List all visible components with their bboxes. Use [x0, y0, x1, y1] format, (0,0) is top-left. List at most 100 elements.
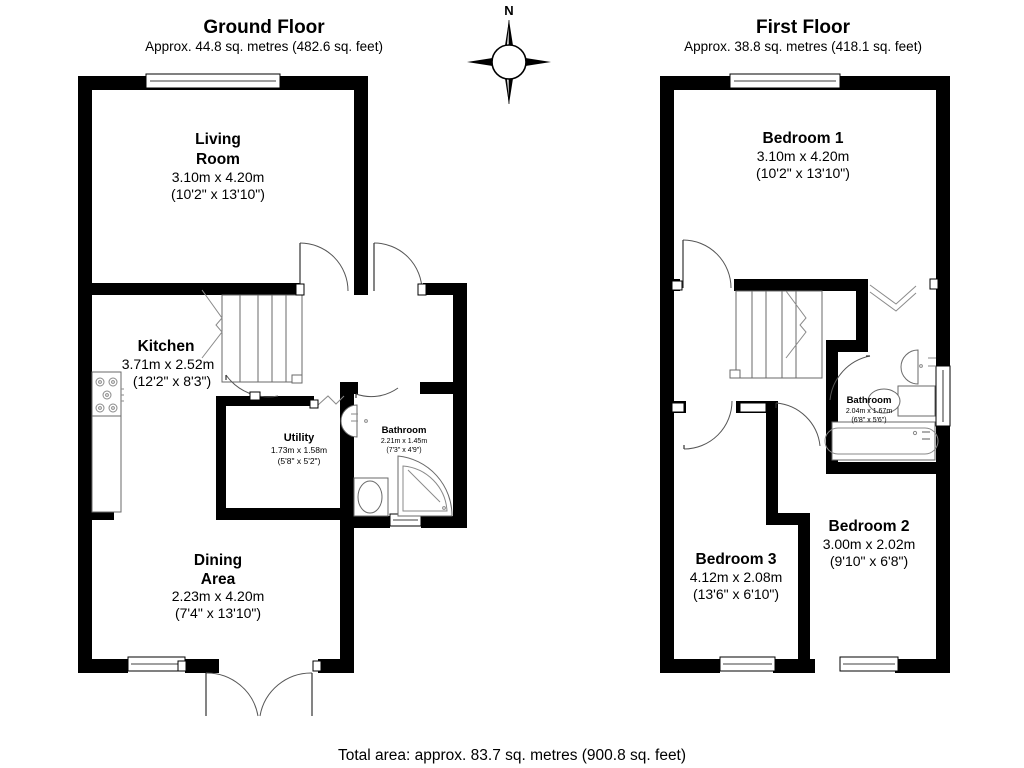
wall-gf-livingroom-right [354, 76, 368, 289]
ground-floor-title: Ground Floor [203, 17, 325, 38]
window-ff-bathroom-side [935, 365, 951, 427]
ff-bathroom-dim-metric: 2.04m x 1.67m [846, 408, 892, 415]
wall-gf-bathroom-left [340, 382, 354, 528]
door-gf-utility [309, 395, 345, 409]
total-area-text: Total area: approx. 83.7 sq. metres (900… [338, 747, 686, 764]
wall-ff-left-outer [660, 76, 674, 673]
utility-name: Utility [284, 432, 315, 444]
gf-bathroom-shower-icon [397, 455, 453, 517]
dining-area-name-line2: Area [201, 571, 236, 588]
bedroom-3-dim-imperial: (13'6" x 6'10") [693, 586, 779, 602]
kitchen-name: Kitchen [138, 338, 195, 355]
bedroom-3-name: Bedroom 3 [696, 551, 777, 568]
wall-gf-utility-left [216, 396, 226, 518]
window-ff-bedroom2-bottom [839, 656, 899, 672]
kitchen-counter-run [91, 371, 124, 513]
bedroom-1-name: Bedroom 1 [763, 130, 844, 147]
dining-area-name-line1: Dining [194, 552, 242, 569]
kitchen-dim-imperial: (12'2" x 8'3") [133, 373, 211, 389]
wall-gf-left-dining [78, 508, 92, 673]
room-label-living-room: Living Room 3.10m x 4.20m (10'2" x 13'10… [171, 131, 265, 202]
wall-gf-left-upper [78, 76, 92, 289]
wall-ff-bottom-right [895, 659, 950, 673]
door-ff-bathroom [829, 355, 871, 401]
gf-bathroom-sink-icon [340, 404, 368, 438]
door-ff-bedroom3 [671, 400, 733, 450]
wall-ff-bed2-left [798, 513, 810, 673]
gf-bathroom-toilet-icon [353, 477, 389, 517]
room-label-ff-bathroom: Bathroom 2.04m x 1.67m (6'8" x 5'6") [846, 395, 892, 424]
first-floor-heading: First Floor Approx. 38.8 sq. metres (418… [684, 17, 922, 54]
wall-gf-utility-bottom [216, 508, 354, 520]
wall-gf-bathroom-topleft [340, 382, 358, 394]
wall-gf-right-outer [453, 283, 467, 528]
room-label-bedroom-3: Bedroom 3 4.12m x 2.08m (13'6" x 6'10") [690, 551, 783, 602]
ff-bathroom-bath-icon [824, 421, 939, 461]
staircase-first-floor [729, 290, 823, 379]
window-gf-livingroom-top [145, 73, 281, 89]
french-doors-dining [177, 660, 322, 717]
staircase-ground-floor [201, 289, 303, 384]
door-gf-hall-front [373, 242, 427, 296]
wall-ff-landing-right [856, 279, 868, 351]
wall-ff-landing-top [734, 279, 868, 291]
living-room-dim-metric: 3.10m x 4.20m [172, 169, 265, 185]
dining-area-dim-imperial: (7'4" x 13'10") [175, 605, 261, 621]
ground-floor-heading: Ground Floor Approx. 44.8 sq. metres (48… [145, 17, 383, 54]
window-ff-bedroom3-bottom [719, 656, 776, 672]
first-floor-plan: Bedroom 1 3.10m x 4.20m (10'2" x 13'10")… [660, 73, 951, 673]
door-gf-bathroom [355, 387, 399, 398]
ff-bathroom-dim-imperial: (6'8" x 5'6") [851, 417, 886, 424]
gf-bathroom-name: Bathroom [382, 425, 427, 436]
room-label-bedroom-2: Bedroom 2 3.00m x 2.02m (9'10" x 6'8") [823, 518, 916, 569]
window-gf-dining-bottom [127, 656, 186, 672]
living-room-dim-imperial: (10'2" x 13'10") [171, 186, 265, 202]
kitchen-dim-metric: 3.71m x 2.52m [122, 356, 215, 372]
room-label-dining-area: Dining Area 2.23m x 4.20m (7'4" x 13'10"… [172, 552, 265, 621]
gf-bathroom-dim-metric: 2.21m x 1.45m [381, 438, 427, 445]
gf-bathroom-dim-imperial: (7'3" x 4'9") [386, 447, 421, 454]
bedroom-2-dim-metric: 3.00m x 2.02m [823, 536, 916, 552]
living-room-name-line1: Living [195, 131, 241, 148]
dining-area-dim-metric: 2.23m x 4.20m [172, 588, 265, 604]
first-floor-title: First Floor [756, 17, 851, 38]
wall-gf-left-kitchen [78, 295, 92, 515]
door-ff-airing-cupboard [869, 278, 939, 312]
ff-bathroom-name: Bathroom [847, 395, 892, 406]
bedroom-1-dim-metric: 3.10m x 4.20m [757, 148, 850, 164]
door-gf-kitchen-to-hall [225, 374, 279, 401]
wall-gf-bathroom-bottom-right [421, 516, 467, 528]
wall-ff-bed3-right-upper [766, 401, 778, 516]
compass-rose-icon: N [467, 3, 551, 105]
door-gf-livingroom-to-hall [295, 242, 349, 296]
kitchen-hob-icon [95, 377, 124, 413]
wall-gf-bathroom-bottom-left [354, 516, 390, 528]
wall-ff-landing-bottom-right [826, 340, 868, 352]
ground-floor-plan: Living Room 3.10m x 4.20m (10'2" x 13'10… [78, 73, 467, 717]
ff-bathroom-sink-icon [900, 349, 936, 385]
bedroom-1-dim-imperial: (10'2" x 13'10") [756, 165, 850, 181]
ground-floor-subtitle: Approx. 44.8 sq. metres (482.6 sq. feet) [145, 39, 383, 54]
utility-dim-imperial: (5'8" x 5'2") [278, 456, 321, 466]
ff-bathroom-toilet-icon [867, 385, 936, 417]
room-label-bedroom-1: Bedroom 1 3.10m x 4.20m (10'2" x 13'10") [756, 130, 850, 181]
wall-gf-bathroom-topright [420, 382, 467, 394]
compass-north-label: N [504, 3, 513, 18]
first-floor-subtitle: Approx. 38.8 sq. metres (418.1 sq. feet) [684, 39, 922, 54]
wall-gf-livingroom-bottom [78, 283, 300, 295]
door-ff-bedroom2 [739, 402, 821, 447]
room-label-kitchen: Kitchen 3.71m x 2.52m (12'2" x 8'3") [122, 338, 215, 389]
window-ff-bedroom1-top [729, 73, 841, 89]
wall-gf-bottom-left [78, 659, 128, 673]
door-ff-bedroom1 [671, 239, 732, 291]
room-label-gf-bathroom: Bathroom 2.21m x 1.45m (7'3" x 4'9") [381, 425, 427, 454]
bedroom-2-dim-imperial: (9'10" x 6'8") [830, 553, 908, 569]
wall-gf-utility-top [216, 396, 314, 406]
utility-dim-metric: 1.73m x 1.58m [271, 445, 327, 455]
bedroom-2-name: Bedroom 2 [829, 518, 910, 535]
wall-ff-bathroom-bottom [826, 462, 938, 474]
wall-gf-dining-right [340, 528, 354, 673]
wall-gf-hall-stub-left [354, 276, 368, 295]
bedroom-3-dim-metric: 4.12m x 2.08m [690, 569, 783, 585]
